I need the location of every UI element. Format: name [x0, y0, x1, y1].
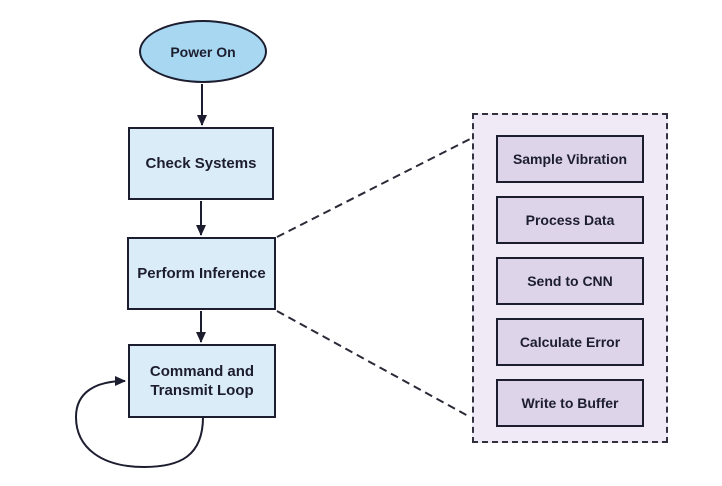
panel-item-write-to-buffer: Write to Buffer — [496, 379, 644, 427]
panel-item-calculate-error: Calculate Error — [496, 318, 644, 366]
node-command-transmit-loop: Command and Transmit Loop — [128, 344, 276, 418]
dashed-link-top — [276, 138, 471, 238]
panel-item-sample-vibration: Sample Vibration — [496, 135, 644, 183]
node-power-on: Power On — [139, 20, 267, 83]
inference-detail-panel: Sample Vibration Process Data Send to CN… — [472, 113, 668, 443]
panel-item-process-data: Process Data — [496, 196, 644, 244]
loop-arrow — [74, 376, 204, 469]
node-perform-inference: Perform Inference — [127, 237, 276, 310]
node-power-on-label: Power On — [170, 43, 236, 60]
node-command-transmit-loop-label: Command and Transmit Loop — [149, 362, 255, 400]
node-perform-inference-label: Perform Inference — [137, 265, 266, 282]
node-check-systems-label: Check Systems — [145, 155, 257, 172]
dashed-link-bottom — [276, 310, 471, 418]
panel-item-send-to-cnn: Send to CNN — [496, 257, 644, 305]
node-check-systems: Check Systems — [128, 127, 274, 200]
